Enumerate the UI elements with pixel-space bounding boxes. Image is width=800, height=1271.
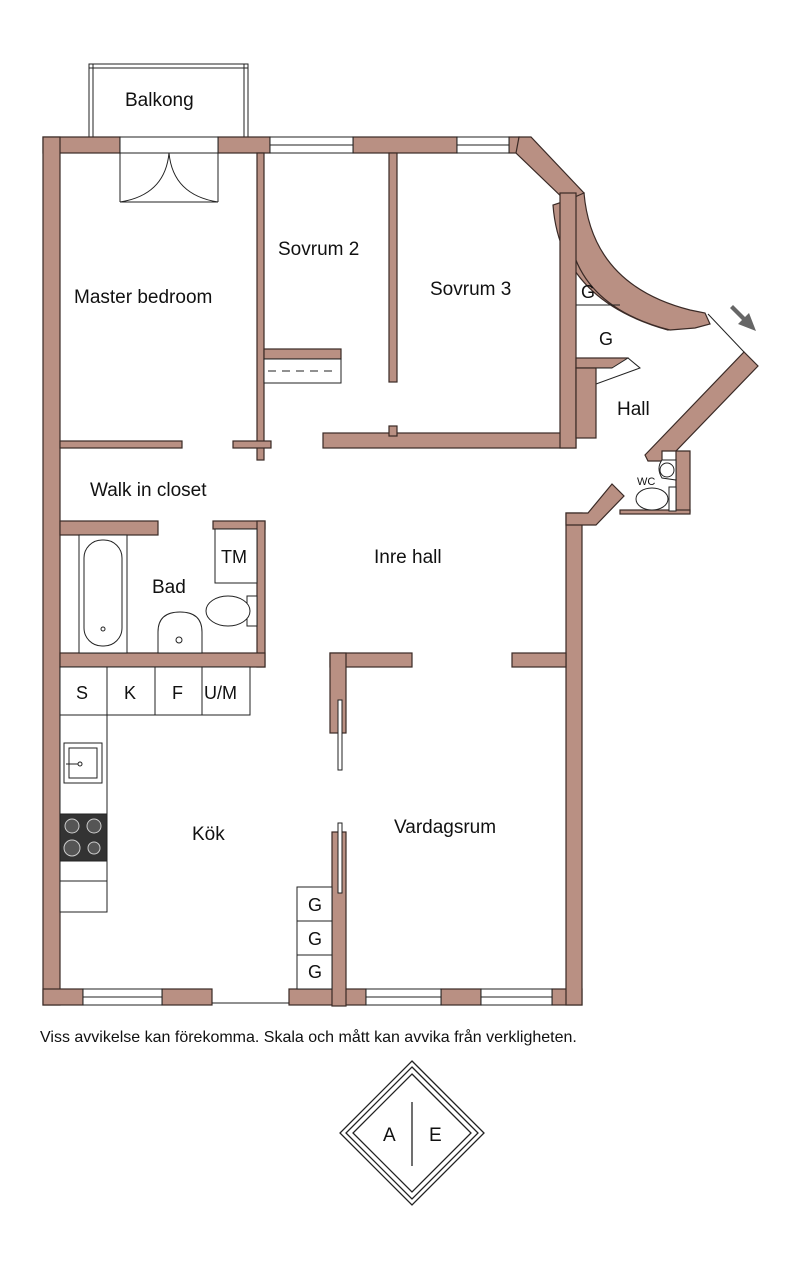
wc-fixtures (635, 459, 677, 512)
logo-letter-a: A (383, 1125, 396, 1146)
label-kitchen-um: U/M (204, 683, 237, 703)
entrance-arrow-icon (730, 305, 756, 331)
label-kitchen-s: S (76, 683, 88, 703)
logo-letter-e: E (429, 1125, 442, 1146)
label-walk-in-closet: Walk in closet (90, 480, 207, 501)
balcony-door (119, 136, 219, 203)
label-tm: TM (221, 547, 247, 567)
label-kitchen-k: K (124, 683, 136, 703)
label-sovrum2: Sovrum 2 (278, 239, 359, 260)
label-inre-hall: Inre hall (374, 547, 442, 568)
label-g-closet-2: G (599, 329, 613, 349)
label-g-closet-5: G (308, 962, 322, 982)
label-wc: WC (637, 476, 655, 488)
label-g-closet-1: G (581, 282, 595, 302)
label-balkong: Balkong (125, 90, 194, 111)
entrance-door (707, 313, 745, 353)
bathroom-fixtures (78, 528, 258, 654)
label-g-closet-4: G (308, 929, 322, 949)
label-hall: Hall (617, 399, 650, 420)
windows (82, 136, 553, 1006)
disclaimer-text: Viss avvikelse kan förekomma. Skala och … (40, 1029, 577, 1046)
label-bad: Bad (152, 577, 186, 598)
label-sovrum3: Sovrum 3 (430, 279, 511, 300)
outer-walls (42, 136, 759, 1006)
kitchen-fixtures (59, 666, 333, 990)
label-vardagsrum: Vardagsrum (394, 817, 496, 838)
label-master-bedroom: Master bedroom (74, 287, 212, 308)
interior-walls (59, 152, 641, 1007)
label-kitchen-f: F (172, 683, 183, 703)
company-logo: A E (339, 1060, 485, 1206)
label-g-closet-3: G (308, 895, 322, 915)
label-kok: Kök (192, 824, 225, 845)
